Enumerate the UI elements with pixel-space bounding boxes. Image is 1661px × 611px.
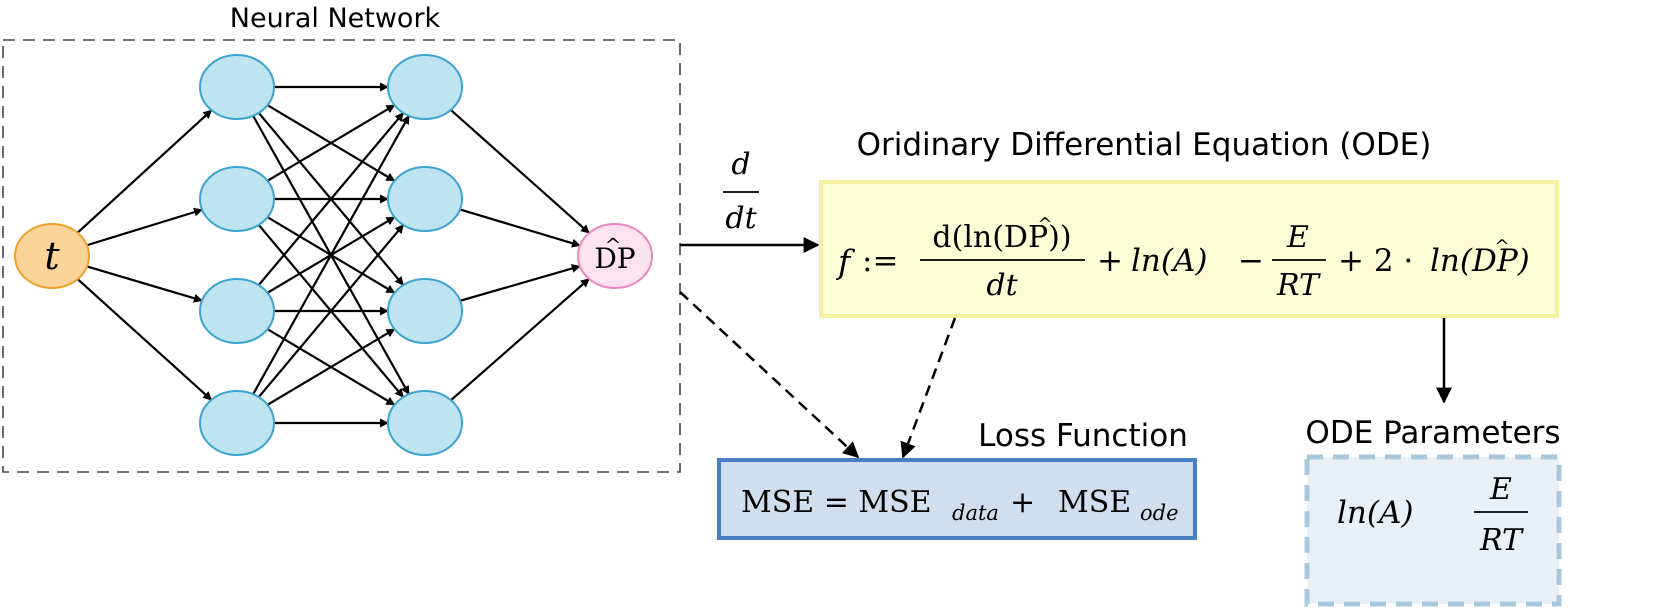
hidden-node xyxy=(199,278,275,344)
network-edge xyxy=(257,224,405,398)
params-box xyxy=(1304,454,1562,607)
loss-ode-subscript: ode xyxy=(1140,501,1179,525)
params-e: E xyxy=(1489,472,1512,507)
ode-plus-1: + xyxy=(1097,243,1123,279)
network-edge xyxy=(76,109,213,234)
nn-to-loss-arrow xyxy=(679,291,860,459)
loss-mse: MSE = MSE xyxy=(741,485,932,520)
derivative-numerator: d xyxy=(731,147,750,182)
network-edge xyxy=(252,115,410,395)
hidden-node xyxy=(387,390,463,456)
ode-ln-a: ln(A) xyxy=(1131,243,1207,279)
params-content: ln(A) E RT xyxy=(1337,472,1528,558)
ode-e: E xyxy=(1286,220,1309,255)
ode-ln-dp-hat: ^ xyxy=(1494,236,1509,257)
network-edge xyxy=(266,328,396,406)
ode-plus-2: + 2 · xyxy=(1338,243,1413,279)
network-edge xyxy=(450,109,590,234)
network-edge xyxy=(459,208,581,248)
ode-term1-hat: ^ xyxy=(1037,214,1052,235)
derivative-denominator: dt xyxy=(725,201,757,236)
input-node-label: t xyxy=(44,234,60,278)
output-node-shape xyxy=(577,223,653,289)
params-rt: RT xyxy=(1479,523,1524,558)
hidden-layer-2 xyxy=(387,54,463,456)
output-node: DP ^ xyxy=(577,223,653,289)
neural-network-frame xyxy=(2,39,681,473)
hidden-node xyxy=(199,390,275,456)
ode-ln-dp: ln(DP) xyxy=(1430,243,1530,279)
loss-title: Loss Function xyxy=(978,418,1188,454)
ode-assign: := xyxy=(862,243,898,279)
ode-rt: RT xyxy=(1276,268,1321,303)
neural-network-title: Neural Network xyxy=(230,3,441,34)
network-edge xyxy=(459,264,581,302)
network-edges xyxy=(76,82,590,428)
input-node-shape xyxy=(14,223,90,289)
ode-equation: f := d(ln(DP)) ^ dt + ln(A) − E RT + 2 ·… xyxy=(835,214,1530,303)
ode-box xyxy=(819,180,1559,318)
hidden-node xyxy=(387,278,463,344)
params-ln-a: ln(A) xyxy=(1337,495,1413,531)
loss-plus: + xyxy=(1010,485,1035,520)
output-node-label: DP xyxy=(594,242,635,275)
ode-minus: − xyxy=(1238,243,1264,279)
params-title: ODE Parameters xyxy=(1305,415,1560,451)
loss-box xyxy=(717,458,1197,540)
loss-equation: MSE = MSE data + MSE ode xyxy=(741,485,1179,525)
loss-mse2: MSE xyxy=(1058,485,1131,520)
network-edge xyxy=(86,207,204,247)
hidden-node xyxy=(387,54,463,120)
hidden-layer-1 xyxy=(199,54,275,456)
network-edge xyxy=(450,277,590,402)
input-node: t xyxy=(14,223,90,289)
ode-to-loss-arrow xyxy=(900,317,957,459)
network-edge xyxy=(86,265,203,303)
ode-term1-numerator: d(ln(DP)) xyxy=(932,220,1071,255)
network-edge xyxy=(266,104,396,182)
hidden-node xyxy=(387,166,463,232)
network-edge xyxy=(76,278,213,401)
network-edge xyxy=(257,112,405,286)
output-hat-mark: ^ xyxy=(605,233,622,257)
hidden-node xyxy=(199,54,275,120)
hidden-node xyxy=(199,166,275,232)
loss-data-subscript: data xyxy=(952,501,999,525)
ode-term1-denominator: dt xyxy=(986,268,1018,303)
ode-title: Oridinary Differential Equation (ODE) xyxy=(857,127,1432,163)
